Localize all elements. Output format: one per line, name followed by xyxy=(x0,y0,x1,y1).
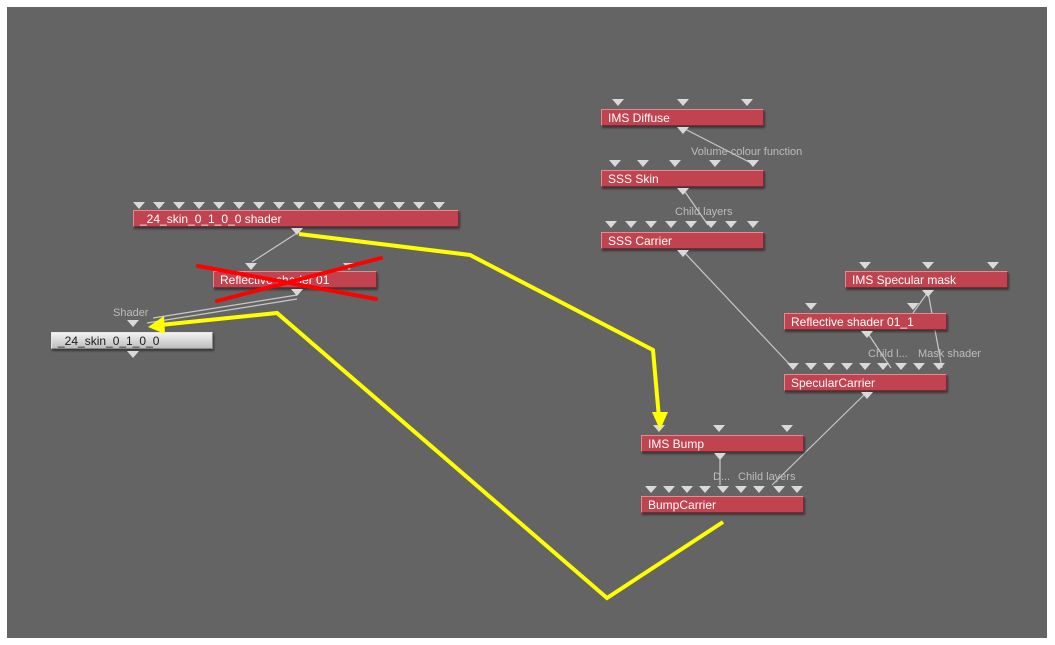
port-label-child-layers: Child l... xyxy=(868,348,908,360)
input-port[interactable] xyxy=(709,160,721,167)
input-port[interactable] xyxy=(987,262,999,269)
input-port[interactable] xyxy=(663,486,675,493)
input-port[interactable] xyxy=(773,486,785,493)
port-label-d: D... xyxy=(713,471,731,483)
input-port[interactable] xyxy=(907,303,919,310)
input-port[interactable] xyxy=(741,99,753,106)
input-port[interactable] xyxy=(609,160,621,167)
input-port[interactable] xyxy=(922,262,934,269)
input-port[interactable] xyxy=(127,320,139,327)
wire-skin-shader-to-reflective[interactable] xyxy=(251,232,298,263)
output-port[interactable] xyxy=(291,289,303,296)
input-port[interactable] xyxy=(293,202,305,209)
output-port[interactable] xyxy=(677,127,689,134)
input-port[interactable] xyxy=(841,363,853,370)
wire-sss-carrier-to-specular[interactable] xyxy=(682,250,794,369)
input-port[interactable] xyxy=(313,202,325,209)
wire-specular-to-bump-carrier[interactable] xyxy=(771,391,868,486)
input-port[interactable] xyxy=(253,202,265,209)
wire-reflective1-to-specular[interactable] xyxy=(866,331,892,369)
wire-sss-skin-to-carrier[interactable] xyxy=(682,188,709,226)
node-sss-skin[interactable]: SSS Skin xyxy=(601,170,764,187)
input-port[interactable] xyxy=(665,221,677,228)
input-port[interactable] xyxy=(717,486,729,493)
wire-diffuse-to-sss-skin[interactable] xyxy=(682,127,754,165)
node-ims-specular-mask[interactable]: IMS Specular mask xyxy=(845,271,1008,288)
input-port[interactable] xyxy=(735,486,747,493)
port-label-child-layers: Child layers xyxy=(675,206,733,218)
port-label-volume-colour-function: Volume colour function xyxy=(691,146,803,158)
input-port[interactable] xyxy=(933,363,945,370)
input-port[interactable] xyxy=(645,486,657,493)
input-port[interactable] xyxy=(413,202,425,209)
input-port[interactable] xyxy=(747,160,759,167)
input-port[interactable] xyxy=(173,202,185,209)
node-reflective-shader[interactable]: Reflective shader 01 xyxy=(213,271,377,288)
node-specular-carrier[interactable]: SpecularCarrier xyxy=(784,374,947,391)
wire-reflective-out-b[interactable] xyxy=(146,298,298,324)
input-port[interactable] xyxy=(353,202,365,209)
input-port[interactable] xyxy=(725,221,737,228)
input-port[interactable] xyxy=(859,262,871,269)
output-port[interactable] xyxy=(861,331,873,338)
input-port[interactable] xyxy=(213,202,225,209)
input-port[interactable] xyxy=(273,202,285,209)
input-port[interactable] xyxy=(895,363,907,370)
wire-spec-mask-to-specular[interactable] xyxy=(927,291,943,369)
input-port[interactable] xyxy=(433,202,445,209)
output-port[interactable] xyxy=(291,228,303,235)
input-port[interactable] xyxy=(705,221,717,228)
input-port[interactable] xyxy=(913,363,925,370)
input-port[interactable] xyxy=(153,202,165,209)
input-port[interactable] xyxy=(233,202,245,209)
input-port[interactable] xyxy=(625,221,637,228)
input-port[interactable] xyxy=(787,363,799,370)
output-port[interactable] xyxy=(861,392,873,399)
input-port[interactable] xyxy=(343,263,355,270)
output-port[interactable] xyxy=(714,453,726,460)
port-label-child-layers: Child layers xyxy=(738,471,796,483)
input-port[interactable] xyxy=(753,486,765,493)
output-port[interactable] xyxy=(922,290,934,297)
node-skin-output[interactable]: _24_skin_0_1_0_0 xyxy=(51,332,213,349)
port-label-mask-shader: Mask shader xyxy=(918,348,981,360)
node-reflective-shader-1[interactable]: Reflective shader 01_1 xyxy=(784,313,947,330)
input-port[interactable] xyxy=(877,363,889,370)
input-port[interactable] xyxy=(781,425,793,432)
input-port[interactable] xyxy=(193,202,205,209)
output-port[interactable] xyxy=(677,250,689,257)
output-port[interactable] xyxy=(677,188,689,195)
input-port[interactable] xyxy=(612,99,624,106)
input-port[interactable] xyxy=(653,425,665,432)
input-port[interactable] xyxy=(791,486,803,493)
node-ims-bump[interactable]: IMS Bump xyxy=(641,435,804,452)
port-label-shader: Shader xyxy=(113,307,149,319)
node-bump-carrier[interactable]: BumpCarrier xyxy=(641,496,804,513)
input-port[interactable] xyxy=(823,363,835,370)
input-port[interactable] xyxy=(677,99,689,106)
node-ims-diffuse[interactable]: IMS Diffuse xyxy=(601,109,764,126)
input-port[interactable] xyxy=(859,363,871,370)
input-port[interactable] xyxy=(713,425,725,432)
input-port[interactable] xyxy=(333,202,345,209)
input-port[interactable] xyxy=(605,221,617,228)
input-port[interactable] xyxy=(637,160,649,167)
output-port[interactable] xyxy=(127,351,139,358)
node-sss-carrier[interactable]: SSS Carrier xyxy=(601,232,764,249)
input-port[interactable] xyxy=(747,221,759,228)
input-port[interactable] xyxy=(133,202,145,209)
input-port[interactable] xyxy=(699,486,711,493)
input-port[interactable] xyxy=(669,160,681,167)
input-port[interactable] xyxy=(685,221,697,228)
wire-reflective-to-output[interactable] xyxy=(152,294,298,319)
input-port[interactable] xyxy=(393,202,405,209)
node-graph-canvas[interactable]: _24_skin_0_1_0_0 shader Reflective shade… xyxy=(7,7,1047,638)
input-port[interactable] xyxy=(645,221,657,228)
input-port[interactable] xyxy=(373,202,385,209)
input-port[interactable] xyxy=(681,486,693,493)
input-port[interactable] xyxy=(805,303,817,310)
input-port[interactable] xyxy=(245,263,257,270)
input-port[interactable] xyxy=(805,363,817,370)
node-skin-shader[interactable]: _24_skin_0_1_0_0 shader xyxy=(133,210,459,227)
